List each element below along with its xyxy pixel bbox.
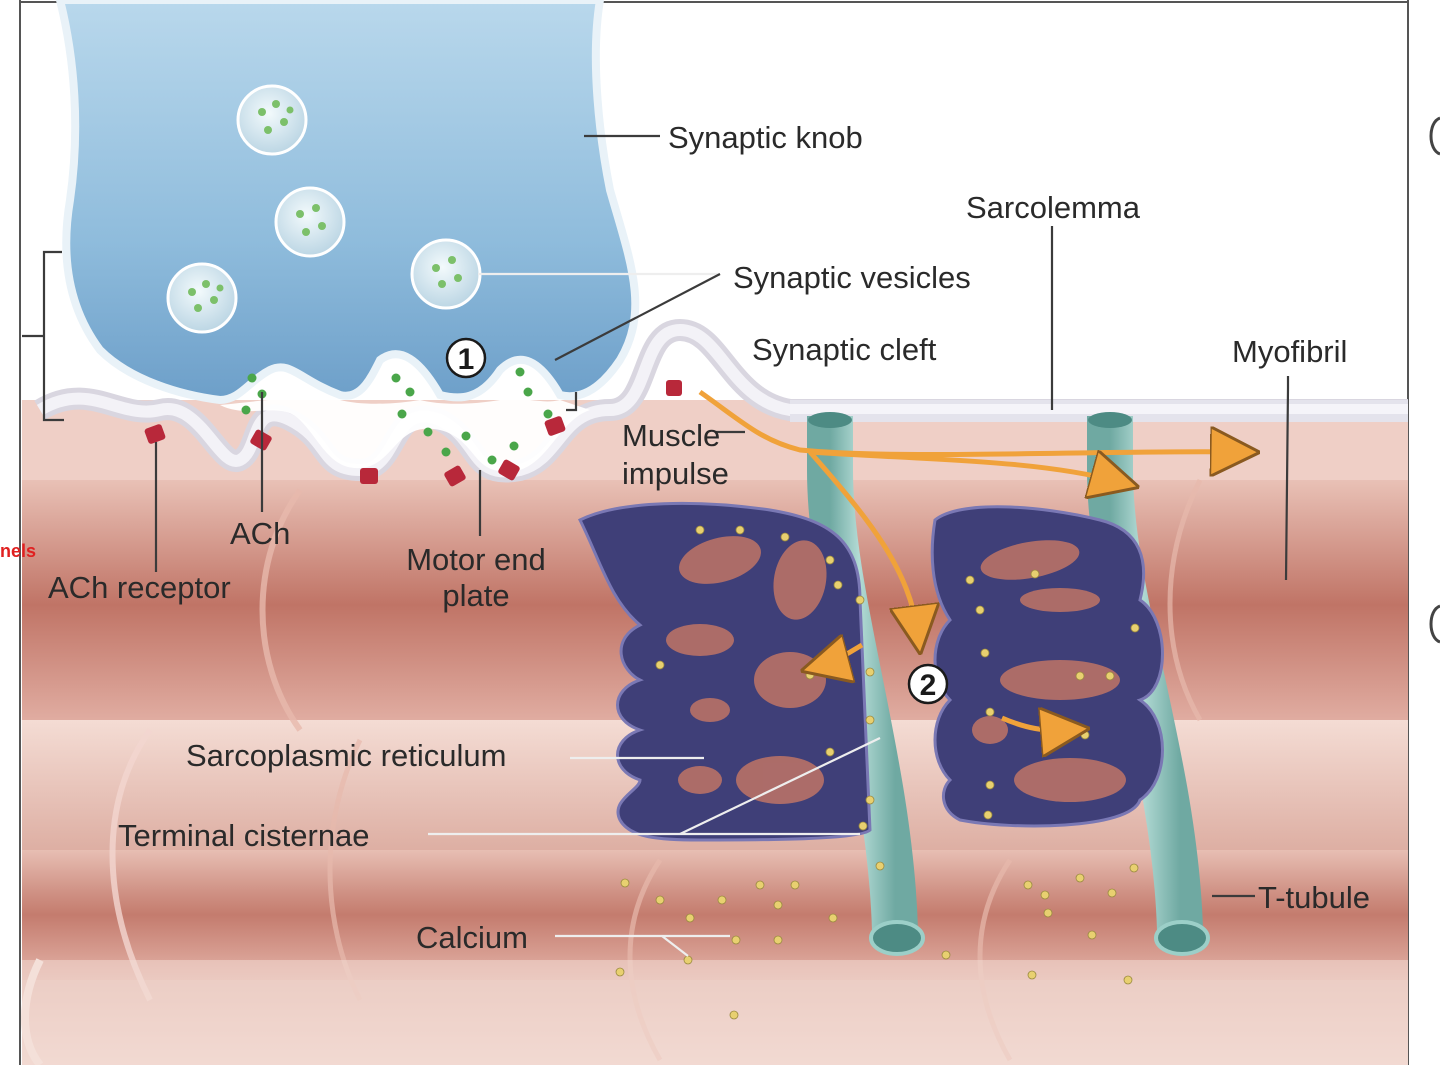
leader-lines (154, 134, 1290, 957)
label-synaptic-cleft: Synaptic cleft (752, 332, 937, 367)
step-marker-2: 2 (907, 663, 949, 705)
synaptic-cleft-region (220, 367, 590, 472)
label-myofibril: Myofibril (1232, 334, 1347, 369)
label-synaptic-vesicles: Synaptic vesicles (733, 260, 971, 295)
label-sarcoplasmic-reticulum: Sarcoplasmic reticulum (186, 738, 506, 773)
calcium-particles (615, 525, 1140, 1020)
muscle-impulse-arrows (698, 389, 1240, 731)
label-synaptic-knob: Synaptic knob (668, 120, 863, 155)
vesicle (166, 262, 238, 334)
label-calcium: Calcium (416, 920, 528, 955)
step-1-number: 1 (458, 343, 475, 376)
label-t-tubule: T-tubule (1258, 880, 1370, 915)
cropped-right-edge (1429, 116, 1440, 644)
vesicle (410, 238, 482, 310)
vesicle (274, 186, 346, 258)
sarcoplasmic-reticulum-left (577, 501, 872, 842)
sarcoplasmic-reticulum-right (930, 505, 1164, 828)
ach-molecules (241, 367, 553, 465)
synaptic-knob (55, 0, 640, 405)
label-motor-end-plate-line1: Motor end (406, 542, 546, 577)
label-sarcolemma: Sarcolemma (966, 190, 1141, 225)
labels: Synaptic knob Sarcolemma Synaptic vesicl… (0, 120, 1370, 955)
synaptic-vesicles (166, 84, 482, 334)
label-terminal-cisternae: Terminal cisternae (118, 818, 370, 853)
label-cropped-left: nels (0, 541, 36, 561)
step-2-number: 2 (920, 669, 937, 702)
label-muscle-impulse-line1: Muscle (622, 418, 720, 453)
left-bracket (22, 250, 64, 422)
label-motor-end-plate-line2: plate (442, 578, 509, 613)
label-muscle-impulse-line2: impulse (622, 456, 729, 491)
vesicle (236, 84, 308, 156)
label-ach: ACh (230, 516, 290, 551)
label-ach-receptor: ACh receptor (48, 570, 231, 605)
step-marker-1: 1 (445, 337, 487, 379)
